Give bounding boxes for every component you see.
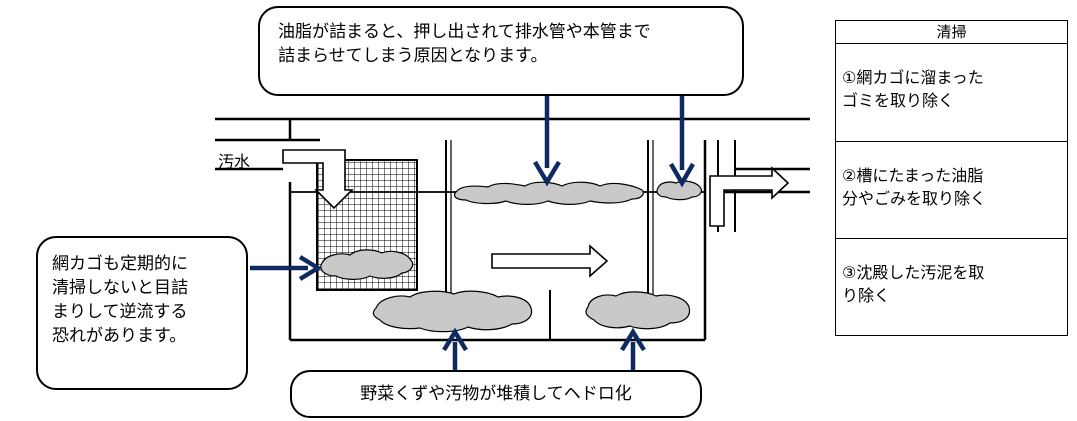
outlet-flow-arrow bbox=[709, 166, 790, 227]
cleaning-step-2-line-2: 分やごみを取り除く bbox=[842, 189, 987, 208]
bottom-sludge-right bbox=[585, 291, 691, 330]
cleaning-step-2: ②槽にたまった油脂 分やごみを取り除く bbox=[836, 141, 1067, 238]
pointer-arrow-basket-head bbox=[298, 255, 323, 281]
callout-top-line-1: 油脂が詰まると、押し出されて排水管や本管まで bbox=[278, 22, 651, 42]
grease-layer-cloud bbox=[453, 181, 644, 205]
cleaning-step-2-line-1: ②槽にたまった油脂 bbox=[842, 166, 984, 185]
callout-basket-warning: 網カゴも定期的に 清掃しないと目詰 まりして逆流する 恐れがあります。 bbox=[36, 236, 248, 390]
inlet-label: 汚水 bbox=[218, 152, 251, 171]
callout-left-line-3: まりして逆流する bbox=[52, 302, 188, 322]
callout-sludge-warning: 野菜くずや汚物が堆積してヘドロ化 bbox=[290, 370, 702, 418]
cleaning-step-1-line-2: ゴミを取り除く bbox=[842, 91, 955, 110]
basket-debris-cloud bbox=[320, 249, 414, 280]
callout-bottom-text: 野菜くずや汚物が堆積してヘドロ化 bbox=[360, 384, 632, 404]
callout-grease-warning: 油脂が詰まると、押し出されて排水管や本管まで 詰まらせてしまう原因となります。 bbox=[258, 6, 744, 96]
cleaning-step-1: ①網カゴに溜まった ゴミを取り除く bbox=[836, 44, 1067, 141]
cleaning-step-1-line-1: ①網カゴに溜まった bbox=[842, 68, 984, 87]
callout-left-line-1: 網カゴも定期的に bbox=[52, 254, 188, 274]
callout-left-line-4: 恐れがあります。 bbox=[52, 326, 187, 346]
cleaning-step-3-line-1: ③沈殿した汚泥を取 bbox=[842, 263, 985, 282]
cleaning-table: 清掃 ①網カゴに溜まった ゴミを取り除く ②槽にたまった油脂 分やごみを取り除く… bbox=[835, 20, 1068, 336]
callout-top-line-2: 詰まらせてしまう原因となります。 bbox=[278, 46, 548, 66]
callout-left-line-2: 清掃しないと目詰 bbox=[52, 278, 188, 298]
pointer-arrow-sludge-right-head bbox=[620, 327, 646, 352]
pointer-arrow-grease-head bbox=[533, 160, 561, 187]
inlet-flow-arrow bbox=[282, 149, 354, 210]
tank-flow-arrow bbox=[491, 244, 609, 278]
grease-outlet-cloud bbox=[656, 180, 703, 201]
cleaning-header: 清掃 bbox=[836, 21, 1067, 44]
cleaning-step-3-line-2: り除く bbox=[842, 286, 891, 305]
pointer-arrow-sludge-left-head bbox=[442, 327, 468, 352]
cleaning-step-3: ③沈殿した汚泥を取 り除く bbox=[836, 238, 1067, 335]
bottom-sludge-left bbox=[372, 290, 533, 333]
pointer-arrow-outlet-head bbox=[669, 162, 695, 188]
